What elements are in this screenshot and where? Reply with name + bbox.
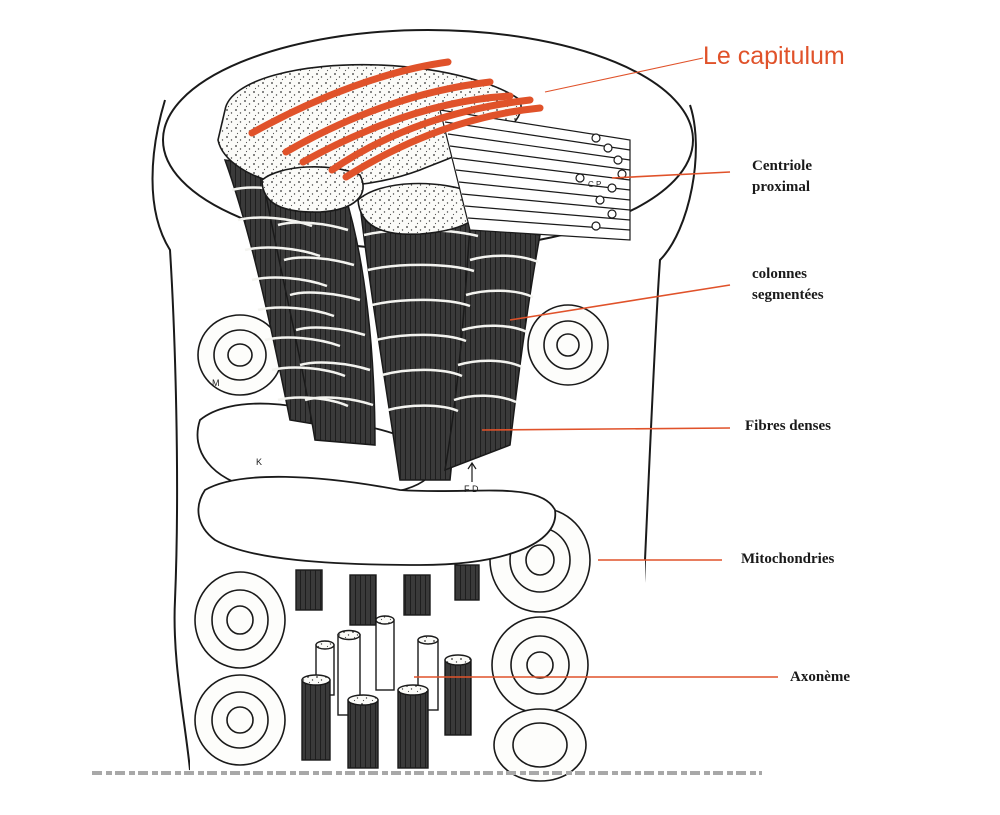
letter-cp: C P [588,180,601,189]
mitochondries-label: Mitochondries [741,551,835,567]
fd-arrow [467,461,477,482]
letter-fd: F D [464,484,479,494]
capitulum-pointer [544,57,704,93]
fibres-label: Fibres denses [745,418,831,434]
centriole-label: Centriole proximal [752,156,812,198]
colonnes-label-line1: colonnes [752,266,808,282]
segmented-columns [223,159,541,481]
pointer-lines [414,57,778,678]
proximal-centriole [439,109,631,241]
fibres-pointer [481,427,731,431]
centriole-label-line2: proximal [752,179,811,195]
centriole-pointer [611,171,731,179]
figure-letters: M K F D C P [212,180,601,494]
axoneme-label: Axonème [790,669,850,685]
mitochondria-group [194,304,609,782]
letter-k: K [256,457,262,467]
ring-bands [196,402,556,566]
capitulum-cap [217,63,522,236]
letter-m: M [212,378,220,388]
centriole-label-line1: Centriole [752,158,812,174]
capitulum-label: Le capitulum [703,42,845,70]
colonnes-label-line2: segmentées [752,287,824,303]
capitulum-highlight-arcs [248,58,544,181]
colonnes-pointer [509,284,731,321]
axoneme-cylinders [295,564,480,769]
colonnes-label: colonnes segmentées [752,264,824,306]
